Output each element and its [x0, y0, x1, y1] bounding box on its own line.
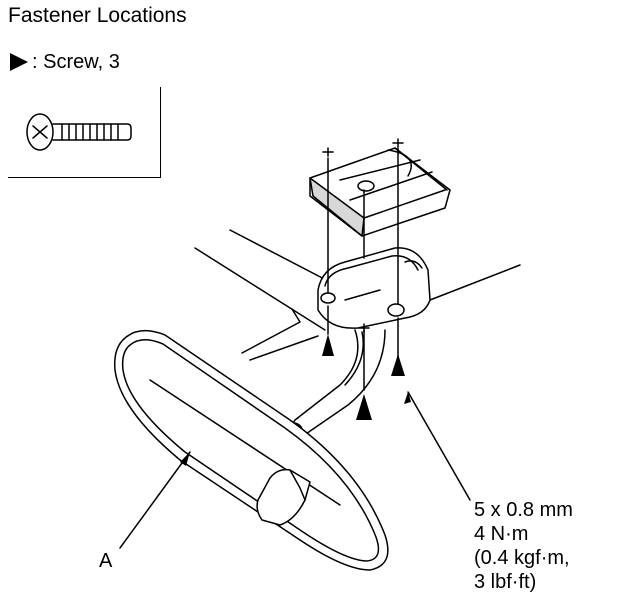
screw-alignment-lines	[327, 147, 399, 391]
screw-icon	[26, 113, 132, 151]
leader-line-torque	[407, 391, 471, 501]
leader-line-part-a	[119, 451, 191, 549]
arrowhead-icon	[404, 392, 411, 404]
screw-marker-icon	[391, 354, 405, 376]
legend-label: : Screw, 3	[32, 51, 120, 73]
torque-spec-line: 3 lbf·ft)	[474, 571, 537, 593]
mirror-body	[113, 329, 389, 571]
mirror-mount-base	[317, 247, 431, 329]
torque-spec-line: 5 x 0.8 mm	[474, 499, 573, 521]
roof-panel-lines	[194, 229, 521, 361]
torque-spec-line: 4 N·m	[474, 523, 529, 545]
screw-marker-icon	[10, 53, 28, 71]
diagram-title: Fastener Locations	[8, 4, 187, 27]
screw-heads	[322, 138, 404, 333]
screw-marker-icon	[356, 394, 372, 420]
part-label-a: A	[99, 550, 113, 572]
roof-bracket	[309, 147, 451, 237]
screw-marker-icon	[322, 334, 334, 356]
screw-inset-box	[8, 87, 161, 178]
screw-position-markers	[322, 334, 405, 420]
torque-spec-line: (0.4 kgf·m,	[474, 547, 570, 569]
arrowhead-icon	[180, 452, 190, 466]
mirror-stem	[283, 329, 386, 439]
torque-spec: 5 x 0.8 mm 4 N·m (0.4 kgf·m, 3 lbf·ft)	[474, 498, 573, 594]
fastener-legend: : Screw, 3	[8, 49, 120, 75]
